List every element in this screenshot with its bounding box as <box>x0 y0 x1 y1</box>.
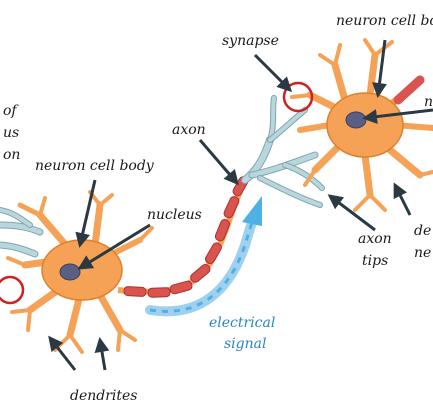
myelin-segment <box>223 196 240 219</box>
label-dendrites: dendrites <box>70 388 138 404</box>
myelin-segment <box>147 287 171 298</box>
synapse-circle-right <box>282 81 314 113</box>
label-cutoff-right-1: n <box>424 94 433 110</box>
right-axon-tips <box>241 95 325 208</box>
left-neuron <box>6 190 154 354</box>
left-incoming-axon-tips <box>0 207 44 258</box>
myelin-segment <box>205 242 222 265</box>
right-outgoing-axon <box>393 75 425 105</box>
label-axon-tips-line1: axon <box>358 231 392 247</box>
electrical-signal-arrow <box>145 196 262 317</box>
right-nucleus <box>345 111 367 129</box>
synapse-circle-left <box>0 275 25 305</box>
pointer-arrows <box>48 39 433 371</box>
right-cell-body <box>326 92 404 158</box>
left-nucleus <box>59 263 81 281</box>
label-axon-tips-line2: tips <box>362 253 388 269</box>
myelin-segment <box>190 264 211 283</box>
label-signal: signal <box>224 336 266 352</box>
label-cutoff-left-1: of <box>3 103 19 119</box>
label-cutoff-right-3: ne <box>414 245 431 261</box>
label-synapse: synapse <box>222 33 279 49</box>
label-cutoff-left-3: on <box>3 147 20 163</box>
label-cutoff-left-2: us <box>3 125 19 141</box>
label-neuron-cell-body-right: neuron cell bo <box>336 13 433 29</box>
axon <box>117 176 249 298</box>
myelin-segment <box>214 219 231 242</box>
label-neuron-cell-body-left: neuron cell body <box>35 158 155 174</box>
right-dendrites <box>290 38 433 212</box>
label-axon: axon <box>172 122 206 138</box>
right-neuron <box>290 38 433 212</box>
label-nucleus: nucleus <box>147 207 202 223</box>
label-electrical: electrical <box>209 315 275 331</box>
myelin-segment <box>169 280 193 295</box>
myelin-segment <box>123 286 147 297</box>
label-cutoff-right-2: de <box>414 223 431 239</box>
